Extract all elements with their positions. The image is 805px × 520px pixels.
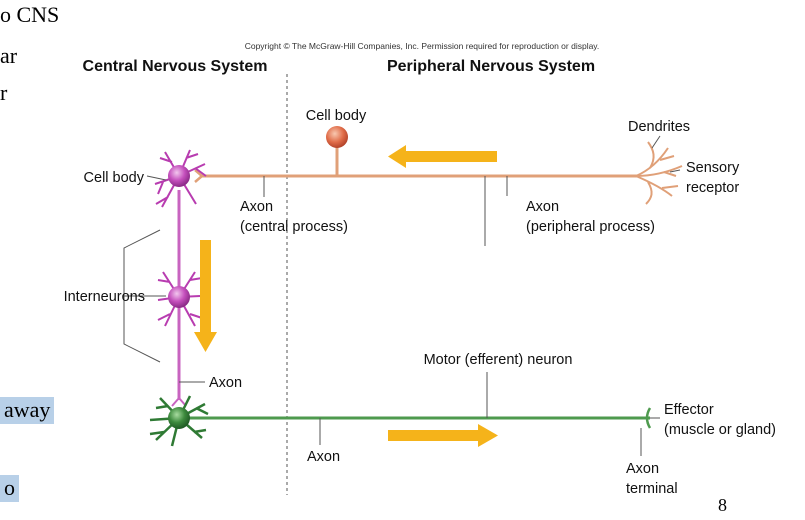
label-axon-terminal-1: Axon — [626, 461, 659, 477]
label-motor-neuron: Motor (efferent) neuron — [424, 352, 573, 368]
interneuron-cell-body — [168, 286, 190, 308]
arrow-right-icon — [388, 424, 498, 447]
page-number: 8 — [718, 495, 727, 515]
pns-title: Peripheral Nervous System — [387, 58, 595, 75]
slide-text-line-1: o CNS — [0, 2, 60, 27]
label-cell-body-sensory: Cell body — [306, 108, 367, 124]
label-axon-central-2: (central process) — [240, 219, 348, 235]
slide-text-line-3: r — [0, 80, 8, 105]
label-sensory-receptor-2: receptor — [686, 180, 739, 196]
cns-title: Central Nervous System — [83, 58, 268, 75]
label-interneurons: Interneurons — [64, 289, 145, 305]
label-axon-inter: Axon — [209, 375, 242, 391]
dendrites-icon — [635, 141, 683, 205]
sensory-cell-body — [326, 126, 348, 148]
arrow-left-icon — [388, 145, 497, 168]
copyright-note: Copyright © The McGraw-Hill Companies, I… — [245, 41, 600, 51]
slide-text-line-4: away — [0, 397, 55, 424]
label-effector-2: (muscle or gland) — [664, 422, 776, 438]
label-dendrites: Dendrites — [628, 119, 690, 135]
slide-text-line-2: ar — [0, 43, 18, 68]
motor-cell-body — [168, 407, 190, 429]
slide-text-line-5: o — [0, 475, 19, 502]
interneuron-axon-terminal — [171, 397, 187, 407]
label-effector-1: Effector — [664, 402, 714, 418]
cns-cell-body — [168, 165, 190, 187]
label-axon-peripheral-2: (peripheral process) — [526, 219, 655, 235]
axon-terminal-icon — [645, 407, 652, 429]
label-axon-terminal-2: terminal — [626, 481, 678, 497]
label-cell-body-cns: Cell body — [84, 170, 145, 186]
arrow-down-icon — [194, 240, 217, 352]
leader-lines — [123, 135, 681, 456]
label-axon-central-1: Axon — [240, 199, 273, 215]
label-axon-peripheral-1: Axon — [526, 199, 559, 215]
label-axon-motor: Axon — [307, 449, 340, 465]
sensory-axon-terminal — [194, 169, 203, 183]
label-sensory-receptor-1: Sensory — [686, 160, 740, 176]
